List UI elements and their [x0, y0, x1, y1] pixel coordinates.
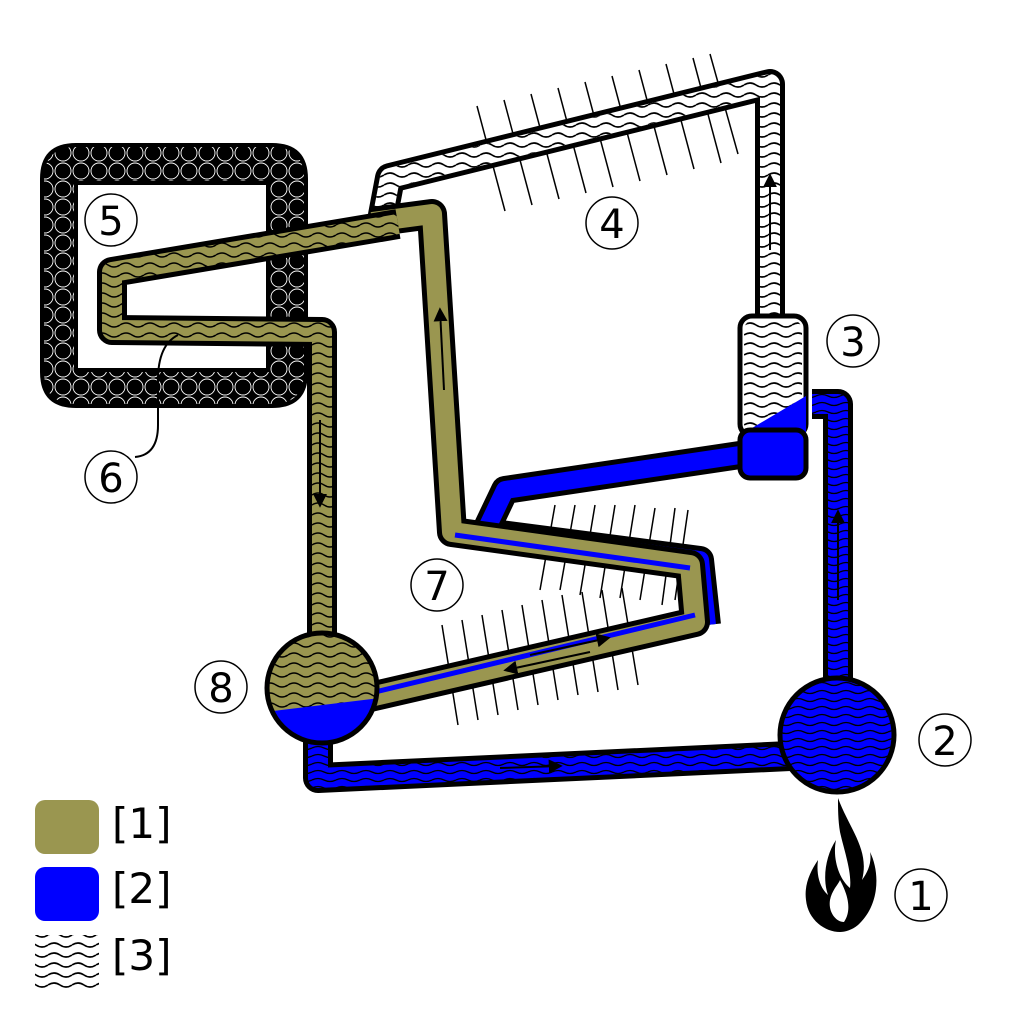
generator-boiler	[777, 675, 897, 795]
evaporator-coil	[97, 209, 401, 655]
legend-swatch-blue	[35, 867, 99, 921]
svg-text:6: 6	[98, 456, 123, 502]
legend-item-2: [2]	[35, 864, 172, 921]
svg-text:3: 3	[840, 320, 865, 366]
label-8: 8	[194, 660, 248, 714]
svg-text:[2]: [2]	[112, 864, 172, 913]
return-pipe	[303, 720, 791, 793]
separator-vessel	[737, 313, 809, 439]
flow-arrows	[313, 173, 845, 774]
label-5: 5	[84, 193, 138, 247]
label-2: 2	[918, 713, 972, 767]
separator-liquid-sump	[737, 427, 809, 481]
number-labels: 1 2 3 4 5 6 7 8	[84, 193, 972, 922]
svg-text:4: 4	[599, 202, 624, 248]
flow-arrow-icon	[503, 651, 591, 675]
flow-arrow-icon	[499, 759, 563, 774]
label-7: 7	[410, 558, 464, 612]
generator-riser-pipe	[812, 389, 853, 700]
legend-item-1: [1]	[35, 799, 172, 854]
svg-text:[3]: [3]	[112, 931, 172, 980]
legend-swatch-olive	[35, 800, 99, 854]
legend: [1] [2] [3]	[35, 799, 172, 989]
flame-icon	[805, 798, 877, 932]
svg-text:[1]: [1]	[112, 799, 172, 848]
svg-text:1: 1	[908, 874, 933, 920]
svg-text:8: 8	[208, 666, 233, 712]
svg-text:2: 2	[932, 719, 957, 765]
label-6: 6	[84, 450, 138, 504]
label-1: 1	[894, 868, 948, 922]
svg-text:7: 7	[424, 564, 449, 610]
legend-swatch-wavy	[35, 935, 99, 989]
cooling-box	[40, 143, 308, 408]
absorber-vessel	[264, 630, 380, 746]
flow-arrow-icon	[529, 633, 611, 656]
flow-arrow-icon	[433, 307, 448, 391]
label-4: 4	[585, 196, 639, 250]
legend-item-3: [3]	[35, 931, 172, 989]
leader-line-6	[134, 334, 179, 458]
label-3: 3	[826, 314, 880, 368]
svg-text:5: 5	[98, 199, 123, 245]
